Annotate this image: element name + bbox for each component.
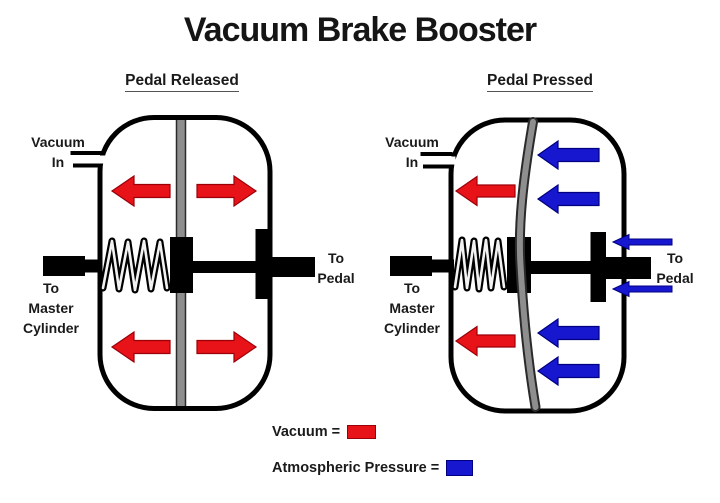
atmospheric-arrow-small-icon (611, 233, 673, 251)
vacuum-arrow-left-icon (110, 174, 171, 208)
legend-swatch-vacuum (347, 425, 377, 439)
legend-item-vacuum: Vacuum = (272, 424, 377, 440)
panel-title-released: Pedal Released (112, 72, 252, 92)
booster-pressed (390, 117, 673, 414)
legend-label-atmospheric: Atmospheric Pressure = (272, 460, 440, 476)
pedal-rod-inner (192, 261, 258, 273)
atmospheric-arrow-icon (536, 139, 600, 171)
pedal-rod-plate (255, 229, 272, 299)
vacuum-arrow-right-icon (196, 330, 258, 364)
atmospheric-arrow-icon (536, 355, 600, 387)
vacuum-in-label-released: Vacuum In (31, 134, 85, 170)
page-title: Vacuum Brake Booster (183, 11, 537, 49)
master-cylinder-rod (390, 256, 432, 276)
to-pedal-label-pressed: To Pedal (656, 250, 694, 286)
vacuum-port-opening (94, 155, 105, 164)
pedal-rod-outer (604, 257, 651, 279)
return-spring-highlight (101, 239, 169, 292)
to-pedal-label-released: To Pedal (317, 250, 355, 286)
vacuum-arrow-left-icon (454, 325, 516, 357)
pedal-rod-plate (590, 232, 606, 302)
legend-label-vacuum: Vacuum = (272, 424, 341, 440)
booster-released (43, 115, 315, 411)
return-spring-highlight (453, 238, 506, 291)
diaphragm-hub (170, 237, 193, 293)
vacuum-arrow-left-icon (110, 330, 171, 364)
legend-item-atmospheric: Atmospheric Pressure = (272, 460, 474, 476)
vacuum-pipe-bottom (423, 164, 452, 169)
vacuum-arrow-left-icon (454, 175, 516, 207)
to-master-cylinder-label-released: To Master Cylinder (22, 280, 79, 336)
vacuum-pipe-bottom (73, 163, 102, 168)
master-cylinder-rod-step (84, 259, 99, 273)
atmospheric-arrow-small-icon (611, 280, 673, 298)
master-cylinder-rod (43, 256, 85, 276)
legend-swatch-atmospheric (446, 460, 474, 476)
vacuum-port-opening (444, 156, 456, 165)
atmospheric-arrow-icon (536, 317, 600, 349)
vacuum-pipe-top (70, 151, 103, 155)
vacuum-arrow-right-icon (196, 174, 258, 208)
to-master-cylinder-label-pressed: To Master Cylinder (383, 280, 440, 336)
atmospheric-arrow-icon (536, 183, 600, 215)
diaphragm-bowed (516, 119, 539, 410)
master-cylinder-rod-step (431, 259, 454, 273)
panel-title-pressed: Pedal Pressed (470, 72, 610, 92)
pedal-rod-outer (272, 257, 315, 277)
vacuum-in-label-pressed: Vacuum In (385, 134, 439, 170)
vacuum-pipe-top (420, 152, 453, 156)
pedal-rod-inner (530, 261, 593, 274)
